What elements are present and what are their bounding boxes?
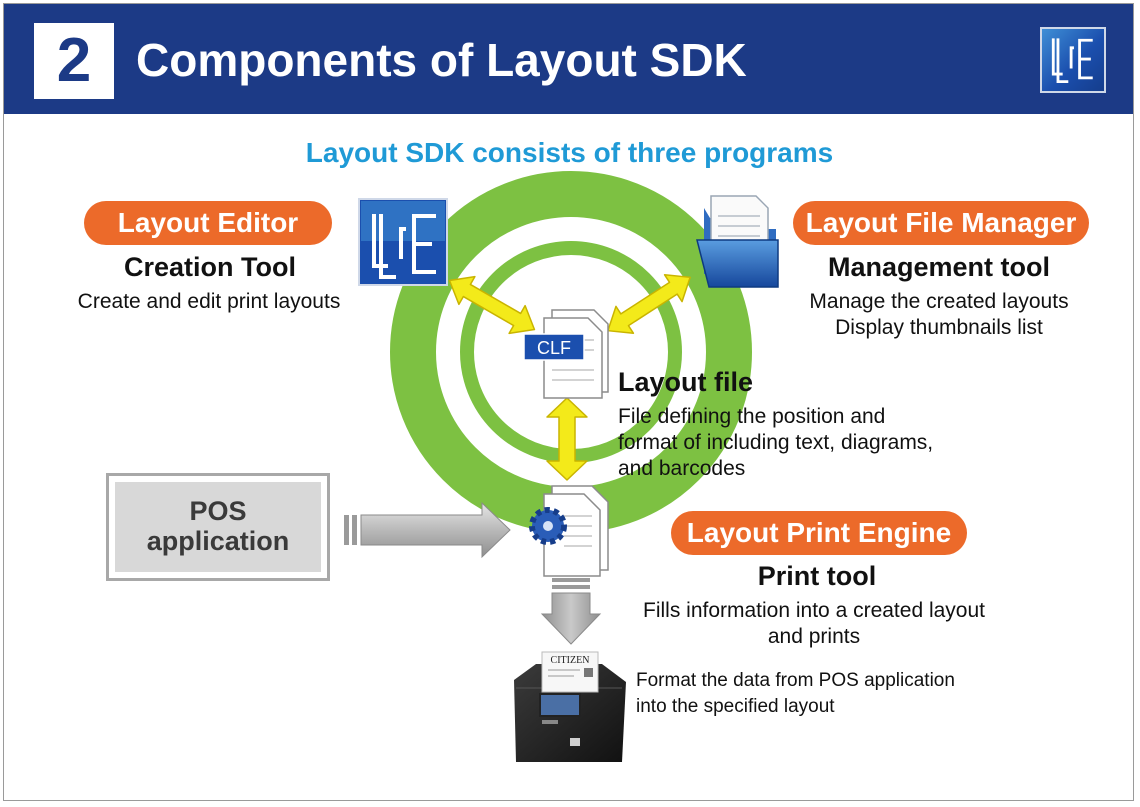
slide: 2 Components of Layout SDK Layout SDK co… xyxy=(3,3,1134,801)
printer-description: Format the data from POS application int… xyxy=(636,668,955,720)
components-diagram: CLF CITIZEN xyxy=(344,171,779,762)
folder-icon xyxy=(696,195,779,288)
engine-to-printer-arrow xyxy=(540,578,602,645)
description-line: and barcodes xyxy=(618,457,746,480)
pos-application-label: POS application xyxy=(146,496,290,556)
description-line: Manage the created layouts xyxy=(809,290,1069,313)
layout-print-engine-description: Fills information into a created layout … xyxy=(609,598,1019,650)
layout-editor-badge: Layout Editor xyxy=(84,201,332,245)
layout-file-manager-description: Manage the created layouts Display thumb… xyxy=(774,289,1104,341)
cle-logo-icon xyxy=(1040,27,1106,93)
manager-file-arrow xyxy=(607,274,691,334)
clf-label: CLF xyxy=(537,338,571,358)
layout-file-manager-badge: Layout File Manager xyxy=(793,201,1089,245)
layout-editor-icon xyxy=(358,198,448,286)
description-line: and prints xyxy=(767,625,861,648)
layout-print-engine-role: Print tool xyxy=(757,561,877,591)
receipt-printer-icon: CITIZEN xyxy=(514,651,626,762)
description-line: Format the data from POS application xyxy=(636,670,955,691)
diagram-subtitle: Layout SDK consists of three programs xyxy=(305,137,834,168)
pos-application-box: POS application xyxy=(106,473,330,581)
layout-print-engine-badge: Layout Print Engine xyxy=(671,511,967,555)
layout-editor-role: Creation Tool xyxy=(124,252,296,282)
layout-editor-description: Create and edit print layouts xyxy=(77,290,341,313)
description-line: into the specified layout xyxy=(636,696,835,717)
section-number: 2 xyxy=(34,23,114,99)
printer-brand: CITIZEN xyxy=(551,655,590,666)
description-line: format of including text, diagrams, xyxy=(618,431,934,454)
pos-to-engine-arrow xyxy=(344,501,511,559)
layout-file-description: File defining the position and format of… xyxy=(618,404,933,482)
editor-file-arrow xyxy=(448,275,536,335)
layout-file-icon: CLF xyxy=(523,309,609,399)
layout-file-title: Layout file xyxy=(618,367,754,397)
page-title: Components of Layout SDK xyxy=(136,34,747,86)
gear-document-icon xyxy=(529,485,609,577)
description-line: Fills information into a created layout xyxy=(643,599,985,622)
layout-file-manager-role: Management tool xyxy=(827,252,1050,282)
file-engine-arrow xyxy=(546,397,588,481)
header-bar: 2 Components of Layout SDK xyxy=(4,4,1133,114)
description-line: File defining the position and xyxy=(618,405,886,428)
description-line: Display thumbnails list xyxy=(835,316,1043,339)
